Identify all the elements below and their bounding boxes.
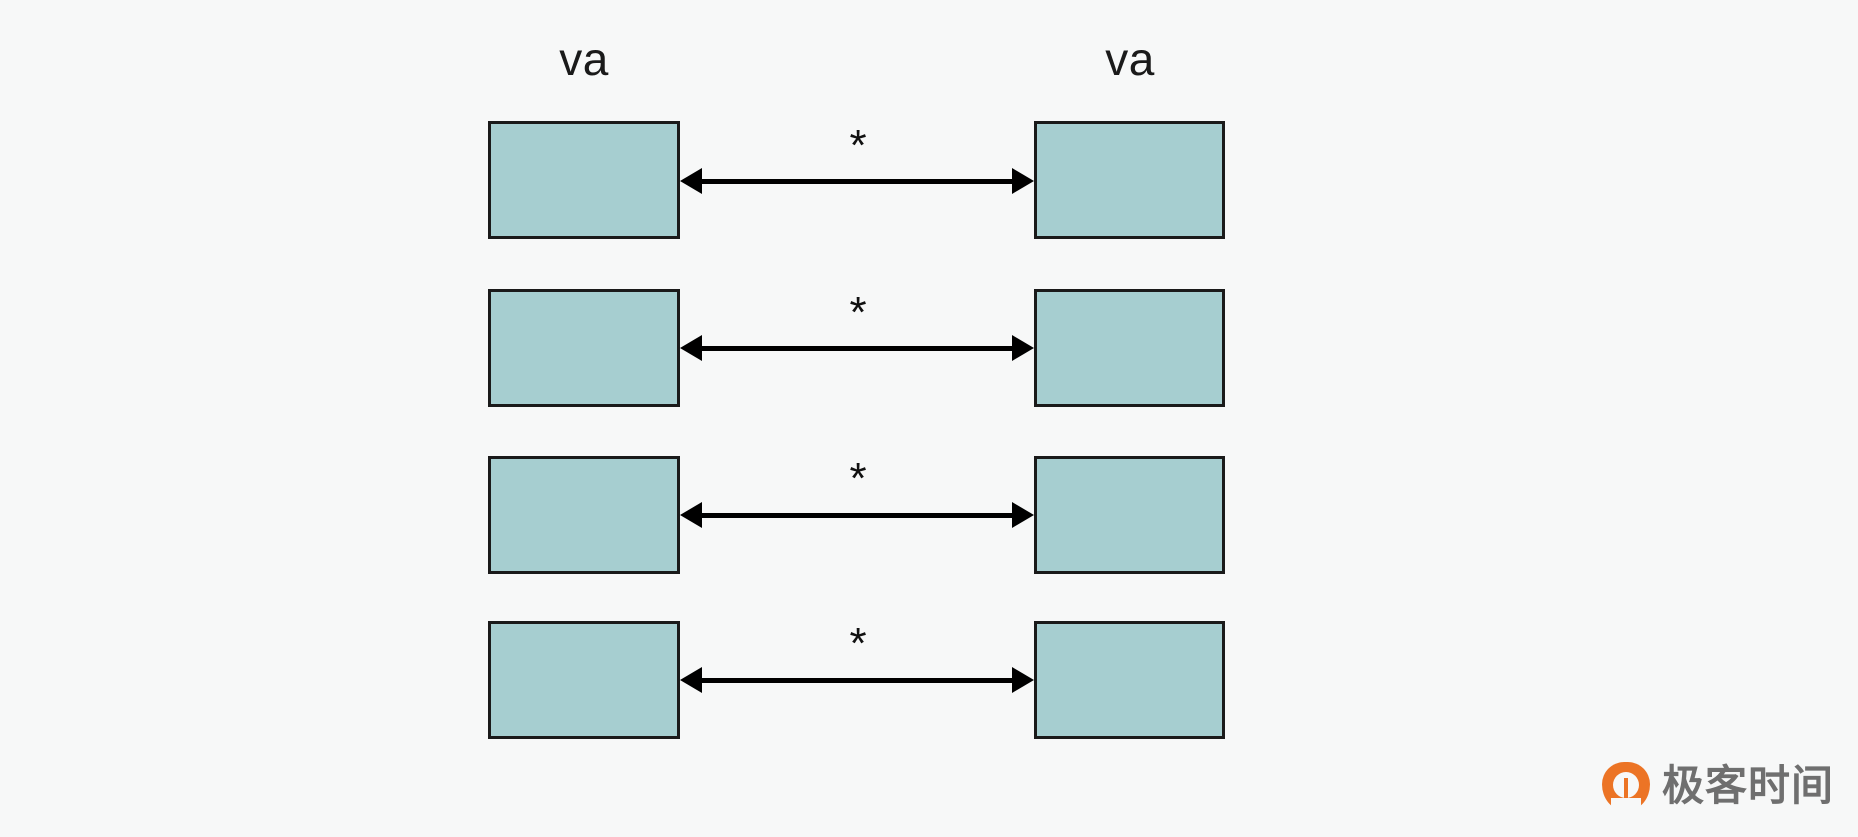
arrowhead-right-icon	[1012, 335, 1034, 361]
watermark-text: 极客时间	[1662, 761, 1835, 810]
multiplicity-label-row-3: *	[849, 454, 867, 503]
association-connector-row-3[interactable]	[680, 500, 1034, 530]
column-label-left: va	[559, 33, 609, 85]
arrowhead-right-icon	[1012, 667, 1034, 693]
connector-line	[695, 677, 1019, 683]
connector-line	[695, 178, 1019, 184]
arrowhead-left-icon	[680, 667, 702, 693]
arrowhead-left-icon	[680, 502, 702, 528]
entity-box-right-row-1[interactable]	[1034, 121, 1225, 239]
arrowhead-left-icon	[680, 168, 702, 194]
association-connector-row-2[interactable]	[680, 333, 1034, 363]
arrowhead-left-icon	[680, 335, 702, 361]
connector-line	[695, 345, 1019, 351]
arrowhead-right-icon	[1012, 502, 1034, 528]
arrowhead-right-icon	[1012, 168, 1034, 194]
geektime-logo-icon	[1602, 762, 1650, 812]
entity-box-left-row-3[interactable]	[488, 456, 680, 574]
entity-box-left-row-4[interactable]	[488, 621, 680, 739]
entity-box-right-row-2[interactable]	[1034, 289, 1225, 407]
multiplicity-label-row-1: *	[849, 121, 867, 170]
association-connector-row-4[interactable]	[680, 665, 1034, 695]
connector-line	[695, 512, 1019, 518]
entity-box-right-row-4[interactable]	[1034, 621, 1225, 739]
entity-box-right-row-3[interactable]	[1034, 456, 1225, 574]
column-label-right: va	[1105, 33, 1155, 85]
entity-box-left-row-2[interactable]	[488, 289, 680, 407]
multiplicity-label-row-2: *	[849, 288, 867, 337]
entity-box-left-row-1[interactable]	[488, 121, 680, 239]
multiplicity-label-row-4: *	[849, 619, 867, 668]
watermark: 极客时间	[1602, 761, 1835, 812]
association-connector-row-1[interactable]	[680, 166, 1034, 196]
